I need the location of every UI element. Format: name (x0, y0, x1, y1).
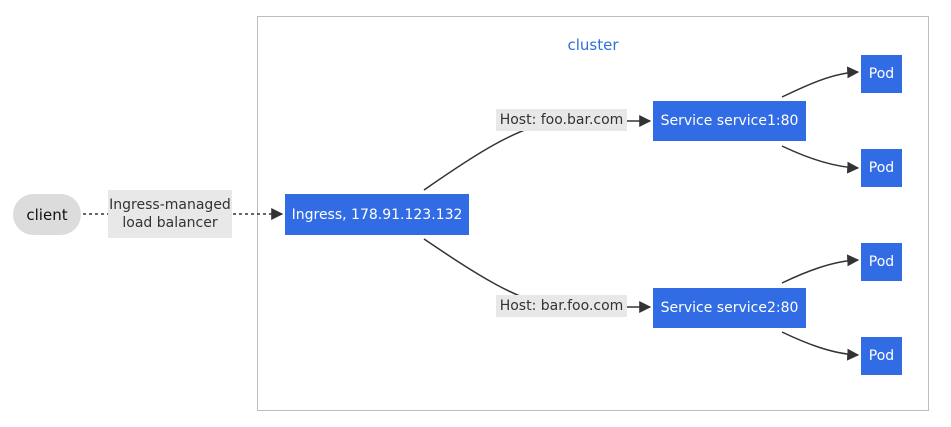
service2-node[interactable]: Service service2:80 (652, 287, 807, 329)
host-foo-text: Host: foo.bar.com (499, 112, 624, 128)
load-balancer-label: Ingress-managed load balancer (108, 190, 232, 238)
pod-label: Pod (868, 348, 895, 364)
pod-label: Pod (868, 254, 895, 270)
pod-node[interactable]: Pod (860, 148, 903, 188)
service1-label: Service service1:80 (660, 113, 799, 129)
cluster-label: cluster (567, 36, 619, 54)
host-foo-label: Host: foo.bar.com (496, 109, 627, 131)
edge-service1-pod2 (781, 145, 860, 174)
edge-service1-pod1 (781, 66, 860, 98)
load-balancer-label-line2: load balancer (122, 215, 218, 231)
pod-node[interactable]: Pod (860, 242, 903, 282)
edge-ingress-service1 (423, 115, 652, 191)
pod-label: Pod (868, 160, 895, 176)
load-balancer-label-line1: Ingress-managed (109, 197, 231, 213)
host-bar-text: Host: bar.foo.com (499, 298, 624, 314)
pod-node[interactable]: Pod (860, 54, 903, 94)
edge-service2-pod3 (781, 254, 860, 284)
edge-service2-pod4 (781, 331, 860, 361)
service1-node[interactable]: Service service1:80 (652, 100, 807, 142)
service2-label: Service service2:80 (660, 300, 799, 316)
pod-node[interactable]: Pod (860, 336, 903, 376)
host-bar-label: Host: bar.foo.com (496, 295, 627, 317)
pod-label: Pod (868, 66, 895, 82)
client-node[interactable]: client (13, 194, 81, 235)
ingress-label: Ingress, 178.91.123.132 (291, 206, 463, 223)
client-label: client (26, 205, 68, 224)
ingress-node[interactable]: Ingress, 178.91.123.132 (284, 193, 470, 236)
